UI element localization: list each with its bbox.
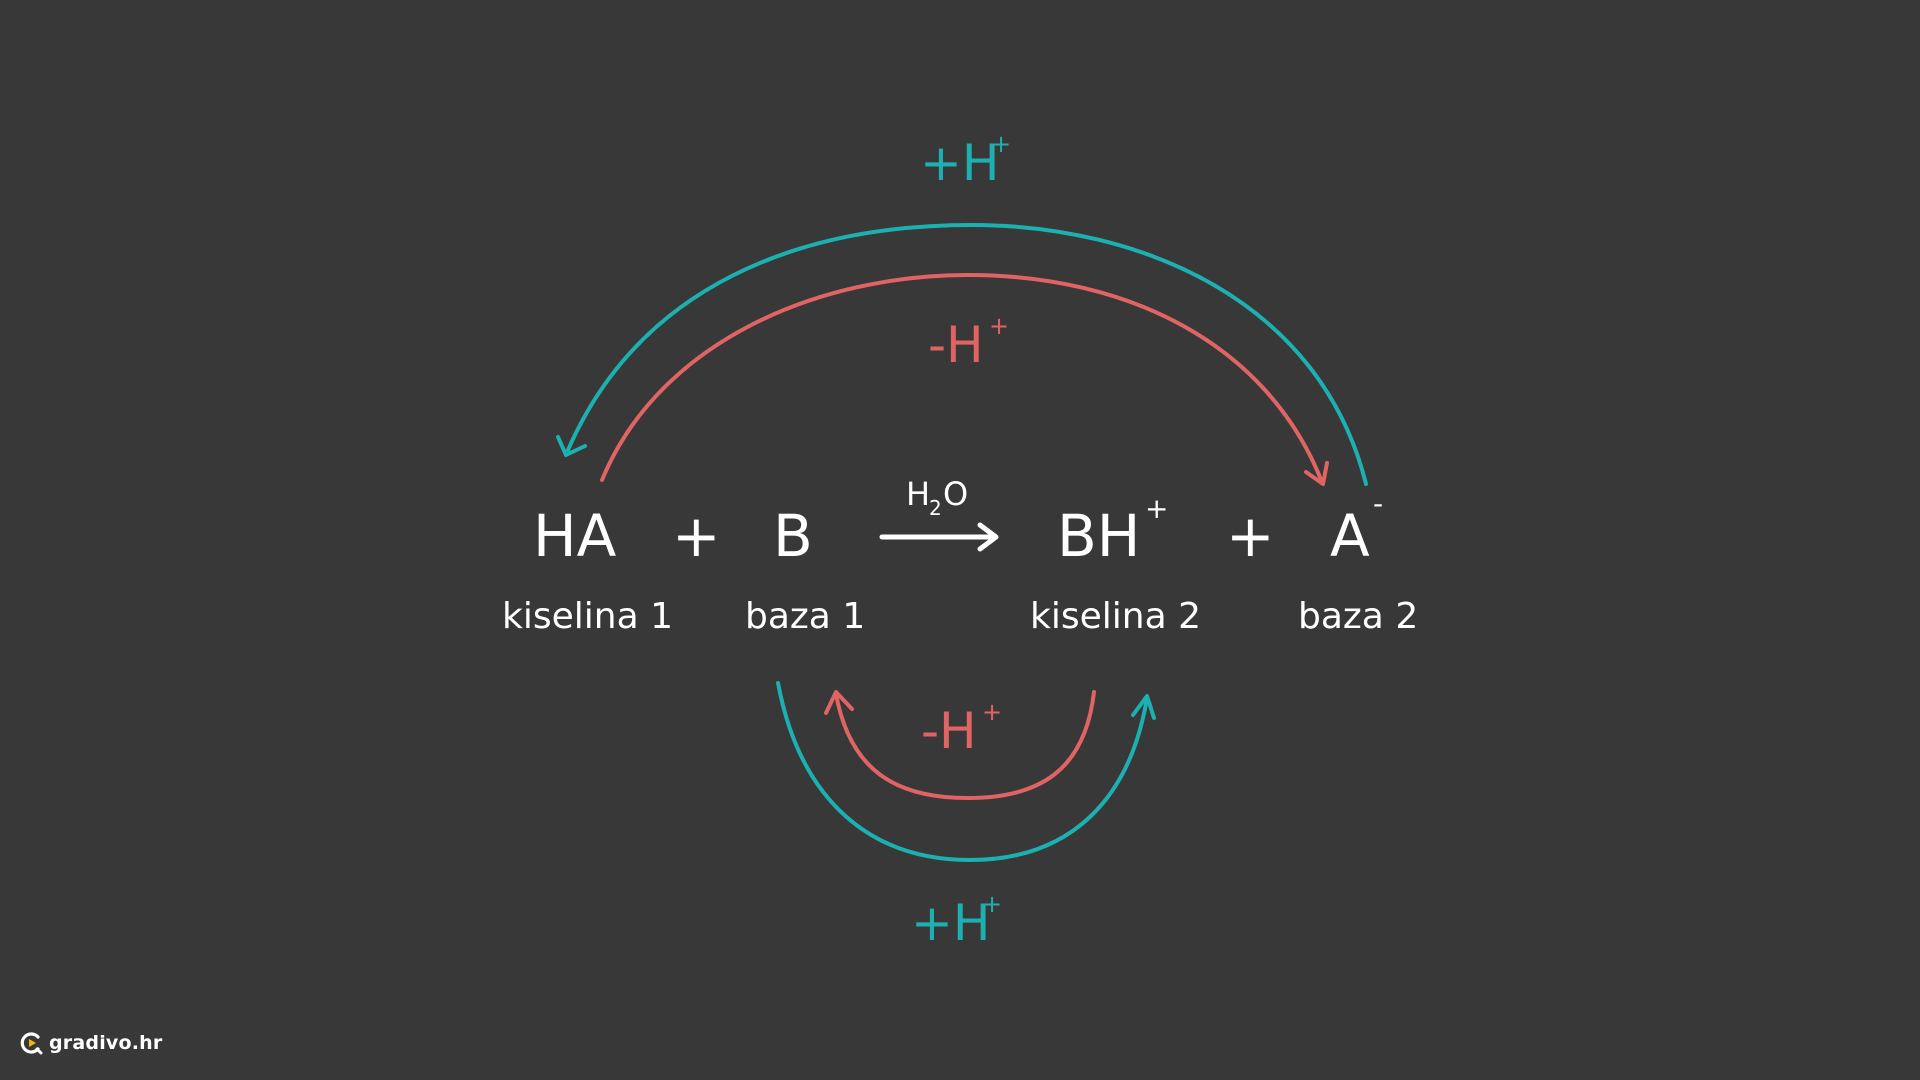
reactant-acid-formula: HA — [533, 502, 617, 570]
label-top-inner: -H + — [928, 312, 1009, 374]
plus-sign-1: + — [672, 502, 721, 570]
label-top-outer: +H + — [920, 130, 1011, 192]
plus-sign-2: + — [1226, 502, 1275, 570]
product-base-formula: A — [1330, 502, 1370, 570]
top-outer-arrowhead — [556, 435, 587, 457]
top-outer-arc — [556, 223, 1368, 486]
product-acid-formula: BH — [1057, 502, 1140, 570]
gradivo-logo-text: gradivo.hr — [49, 1032, 163, 1054]
gradivo-logo-icon — [20, 1032, 43, 1055]
bottom-outer-charge: + — [982, 890, 1002, 918]
top-inner-arrowhead — [1304, 461, 1329, 486]
label-base-1: baza 1 — [745, 596, 865, 637]
top-outer-sign: +H — [920, 134, 1000, 192]
label-acid-1: kiselina 1 — [502, 596, 673, 637]
top-inner-arc — [600, 273, 1329, 486]
label-bottom-inner: -H + — [921, 698, 1002, 760]
bottom-outer-sign: +H — [911, 894, 991, 952]
label-acid-2: kiselina 2 — [1030, 596, 1201, 637]
bottom-inner-arc-path — [834, 690, 1096, 800]
gradivo-logo: gradivo.hr — [18, 1030, 162, 1056]
top-inner-sign: -H — [928, 316, 984, 374]
bottom-inner-arc — [824, 690, 1096, 800]
top-inner-charge: + — [989, 312, 1009, 340]
condition-end: O — [943, 475, 968, 513]
bottom-inner-charge: + — [982, 698, 1002, 726]
label-base-2: baza 2 — [1298, 596, 1418, 637]
species-labels: kiselina 1 baza 1 kiselina 2 baza 2 — [502, 596, 1418, 637]
label-bottom-outer: +H + — [911, 890, 1002, 952]
bottom-outer-arrowhead — [1131, 694, 1156, 720]
top-outer-arc-path — [566, 223, 1368, 486]
product-base-charge: - — [1373, 487, 1383, 520]
bottom-outer-arc — [776, 681, 1156, 862]
bottom-inner-arrowhead — [824, 690, 854, 715]
bottom-outer-arc-path — [776, 681, 1149, 862]
equation: HA + B H 2 O BH + + A - — [533, 475, 1383, 570]
condition-main: H — [906, 475, 930, 513]
product-acid-charge: + — [1145, 492, 1168, 525]
top-inner-arc-path — [600, 273, 1324, 484]
reaction-arrow-head — [977, 522, 999, 552]
condition-subscript: 2 — [929, 496, 942, 520]
top-outer-charge: + — [991, 130, 1011, 158]
bottom-inner-sign: -H — [921, 702, 977, 760]
reactant-base-formula: B — [773, 502, 813, 570]
